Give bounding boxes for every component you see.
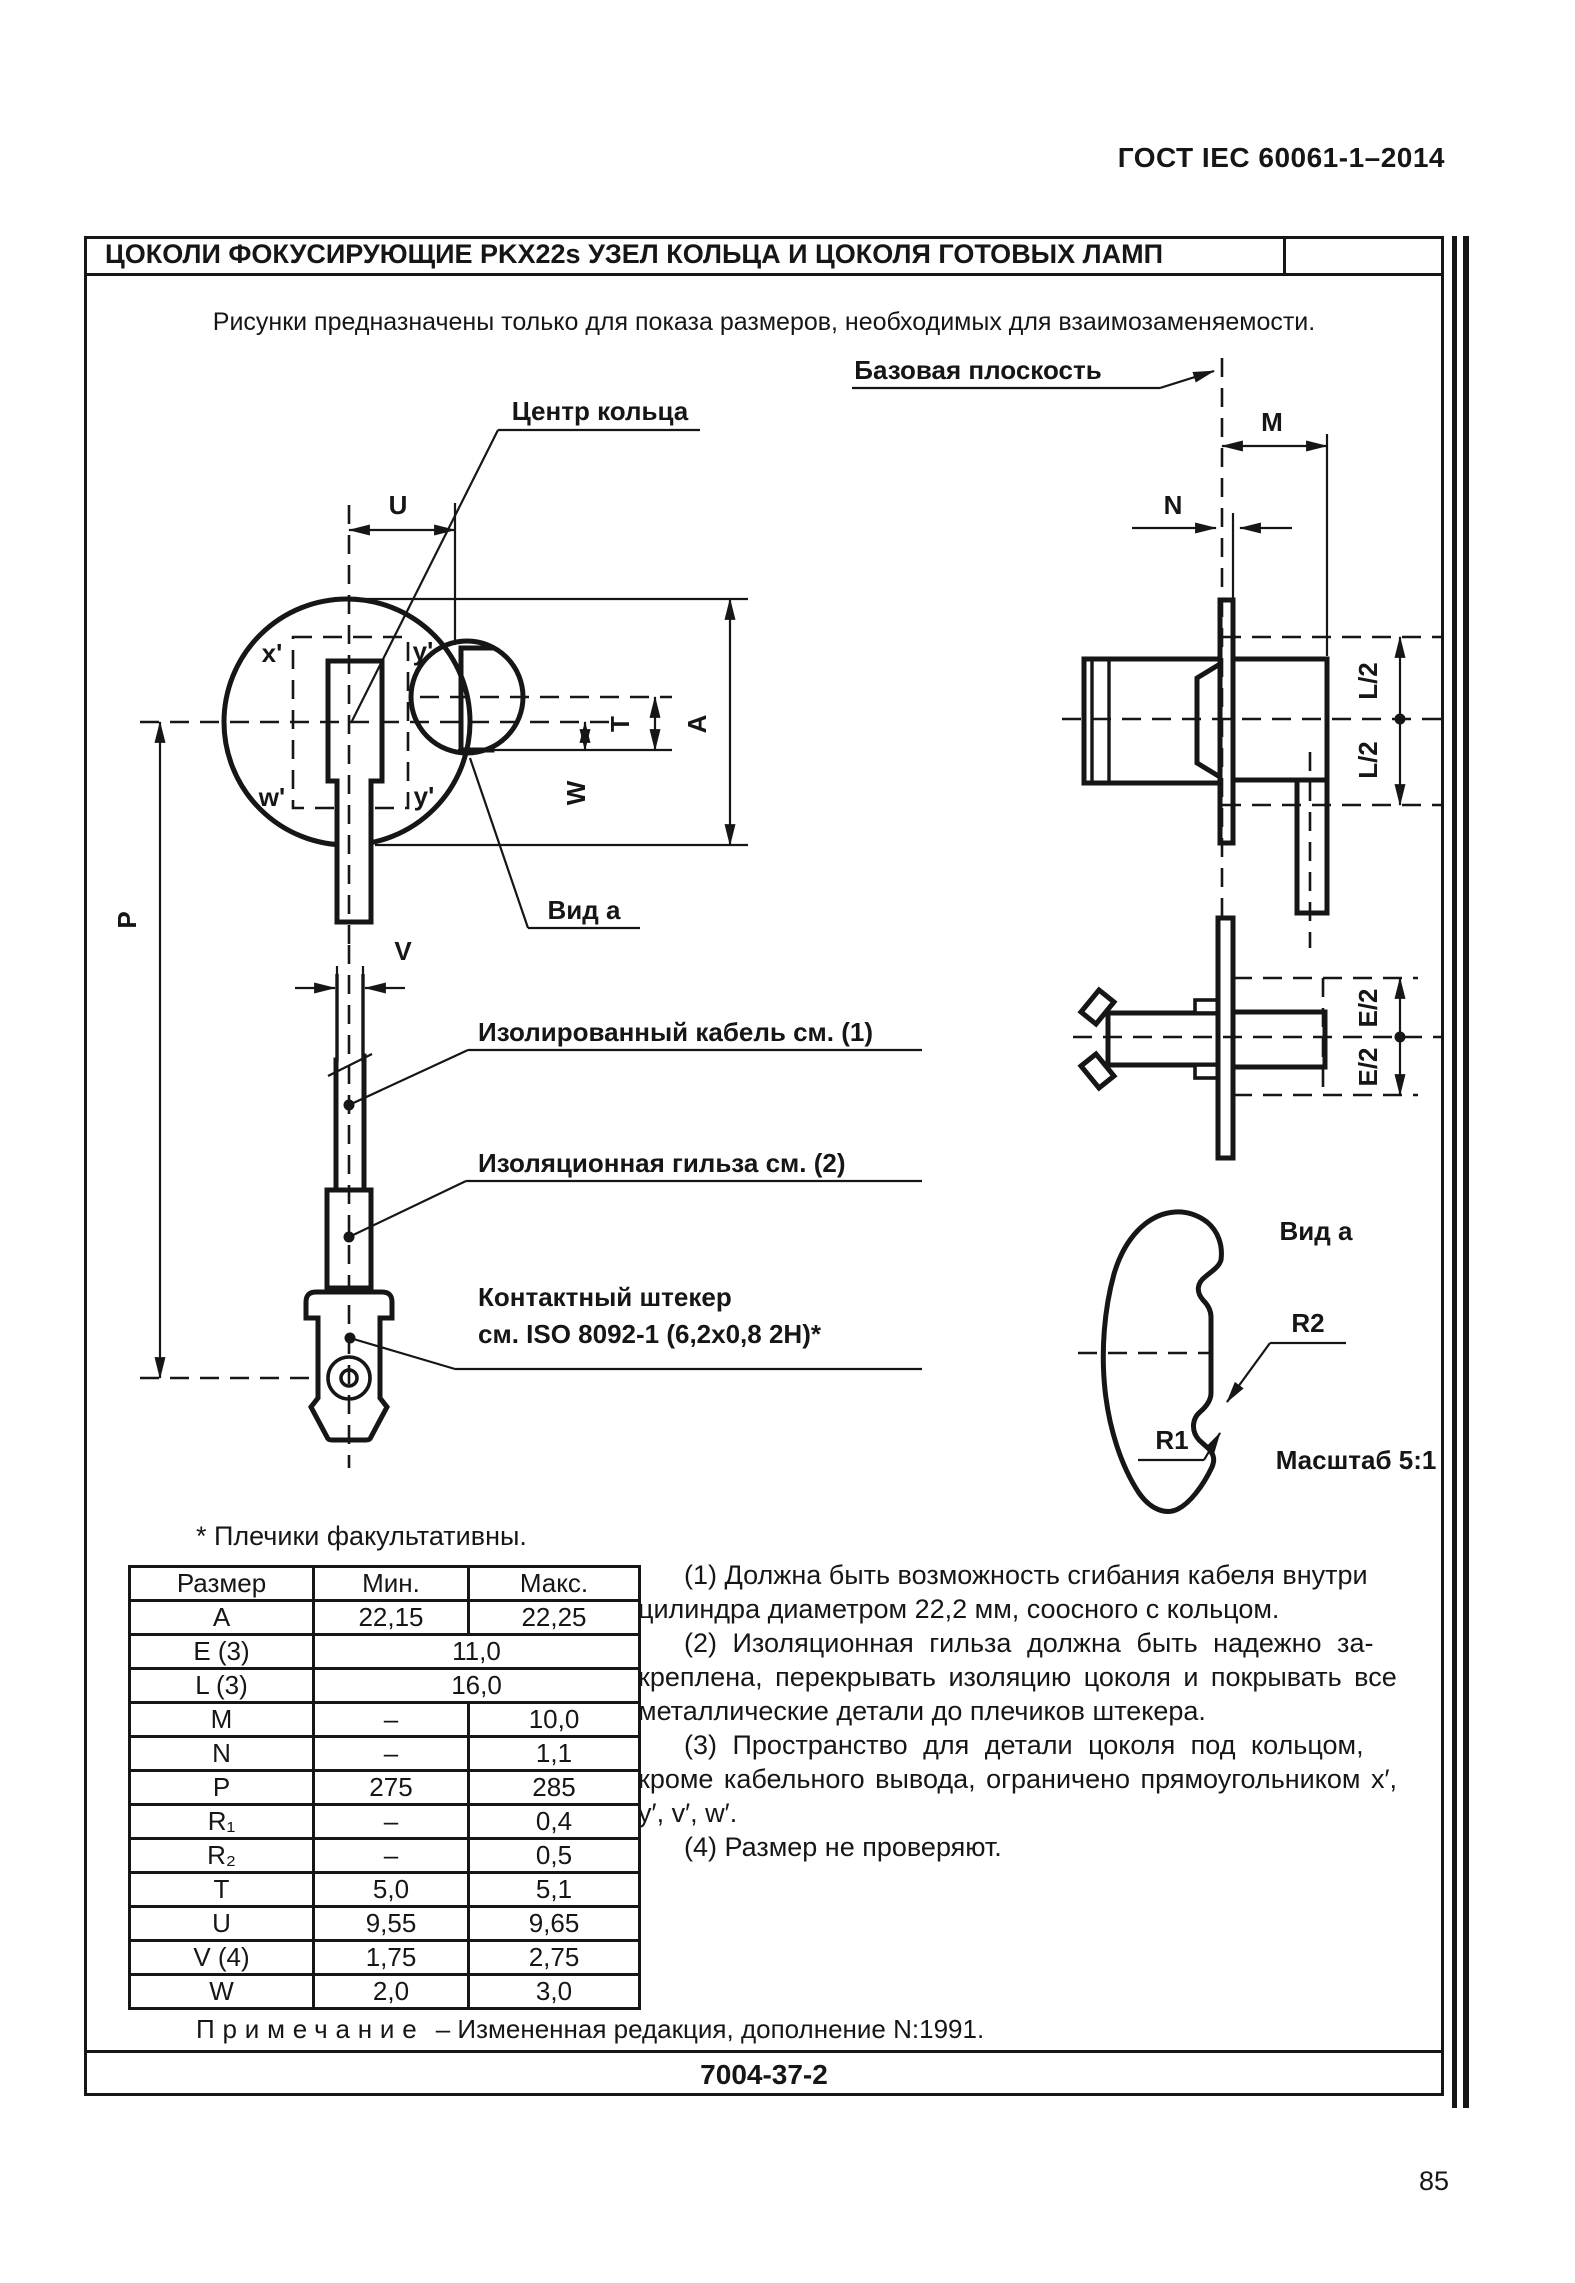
col-header-max: Макс. <box>467 1565 641 1602</box>
sheet-title: ЦОКОЛИ ФОКУСИРУЮЩИЕ PKX22s УЗЕЛ КОЛЬЦА И… <box>105 239 1163 269</box>
scale-label: Масштаб 5:1 <box>1276 1445 1437 1475</box>
page-number: 85 <box>1418 2166 1449 2196</box>
dim-E2-top: E/2 <box>1353 988 1383 1027</box>
cable-slot <box>325 658 385 925</box>
note-line: креплена, перекрывать изоляцию цоколя и … <box>638 1662 1397 1692</box>
dim-U: U <box>389 490 408 520</box>
terminal-body <box>1105 1010 1223 1068</box>
notes-block: (1) Должна быть возможность сгибания каб… <box>638 1558 1438 1864</box>
side-view-ring-unit: Базовая плоскость M N L/2 L/2 <box>852 355 1443 948</box>
note-line: (4) Размер не проверяют. <box>684 1832 1002 1862</box>
sheet-subtitle: Рисунки предназначены только для показа … <box>212 308 1316 336</box>
side-view-terminal: E/2 E/2 <box>1073 915 1443 1161</box>
dim-M: M <box>1261 407 1283 437</box>
cable-exit-tab <box>1294 777 1330 916</box>
table-header-row: Размер Мин. Макс. <box>128 1565 641 1602</box>
note-line: y′, v′, w′. <box>638 1798 738 1828</box>
radius-R2-label: R2 <box>1291 1308 1324 1338</box>
sheet-code-strip: 7004-37-2 <box>84 2050 1444 2096</box>
view-a-label: Вид а <box>548 895 621 925</box>
dim-L2-bottom: L/2 <box>1353 741 1383 779</box>
front-view-ring: x' y' w' y' Центр кольца U T W A Вид а <box>140 396 748 945</box>
shoulders-footnote: * Плечики факультативны. <box>196 1521 527 1551</box>
contact-plug-label-2: см. ISO 8092-1 (6,2x0,8 2H)* <box>478 1319 822 1349</box>
radius-R1-label: R1 <box>1155 1425 1188 1455</box>
zone-label-y-bottom: y' <box>414 781 435 811</box>
right-margin-rule-inner <box>1452 236 1457 2108</box>
dim-N: N <box>1164 490 1183 520</box>
right-margin-rule-outer <box>1463 236 1469 2108</box>
table-row: E (3)11,0 <box>128 1633 641 1670</box>
note-line: (1) Должна быть возможность сгибания каб… <box>684 1560 1368 1590</box>
base-plane-label: Базовая плоскость <box>854 355 1101 385</box>
note-line: цилиндра диаметром 22,2 мм, соосного с к… <box>638 1594 1280 1624</box>
front-view-cable-plug: P V Изолированный кабель <box>112 720 922 1468</box>
insulation-sleeve-label: Изоляционная гильза см. (2) <box>478 1148 846 1178</box>
crimp-wing-top <box>1077 986 1118 1028</box>
ring-center-label: Центр кольца <box>512 396 689 426</box>
technical-drawing: x' y' w' y' Центр кольца U T W A Вид а <box>112 355 1443 1514</box>
sheet-title-row: ЦОКОЛИ ФОКУСИРУЮЩИЕ PKX22s УЗЕЛ КОЛЬЦА И… <box>84 236 1444 276</box>
amendment-note-label: Примечание <box>196 2014 425 2044</box>
zone-label-w: w' <box>258 782 285 812</box>
table-row: R₁–0,4 <box>128 1803 641 1840</box>
dim-P: P <box>112 911 142 928</box>
note-line: (2) Изоляционная гильза должна быть наде… <box>684 1628 1374 1658</box>
zone-label-y-top: y' <box>413 636 434 666</box>
terminal-lamp-side <box>1230 1009 1328 1070</box>
view-a-detail-title: Вид а <box>1280 1216 1353 1246</box>
dim-E2-bottom: E/2 <box>1353 1047 1383 1086</box>
crimp-wing-bottom <box>1077 1050 1118 1092</box>
contact-plug-label-1: Контактный штекер <box>478 1282 732 1312</box>
insulated-cable-label: Изолированный кабель см. (1) <box>478 1017 873 1047</box>
contact-window-profile <box>1100 1209 1224 1514</box>
title-row-divider <box>1283 236 1286 276</box>
table-row: N–1,1 <box>128 1735 641 1772</box>
document-header: ГОСТ IEC 60061-1–2014 <box>1117 142 1445 173</box>
note-line: (3) Пространство для детали цоколя под к… <box>684 1730 1364 1760</box>
dim-V: V <box>394 936 412 966</box>
sheet-frame <box>84 236 1444 2096</box>
view-a-detail: Вид а R2 R1 Масштаб 5:1 <box>1078 1209 1437 1514</box>
col-header-min: Мин. <box>312 1565 470 1602</box>
amendment-note-text: – Измененная редакция, дополнение N:1991… <box>435 2014 985 2044</box>
sheet-code: 7004-37-2 <box>700 2059 828 2090</box>
dim-W: W <box>561 780 591 805</box>
note-line: металлические детали до плечиков штекера… <box>638 1696 1206 1726</box>
amendment-note: Примечание – Измененная редакция, дополн… <box>196 2014 984 2045</box>
table-row: M–10,0 <box>128 1701 641 1738</box>
table-row: L (3)16,0 <box>128 1667 641 1704</box>
dim-L2-top: L/2 <box>1353 662 1383 700</box>
dim-A: A <box>682 714 712 733</box>
note-line: кроме кабельного вывода, ограничено прям… <box>638 1764 1398 1794</box>
zone-label-x: x' <box>262 638 283 668</box>
dim-T: T <box>605 716 635 732</box>
table-row: R₂–0,5 <box>128 1837 641 1874</box>
col-header-size: Размер <box>128 1565 315 1602</box>
